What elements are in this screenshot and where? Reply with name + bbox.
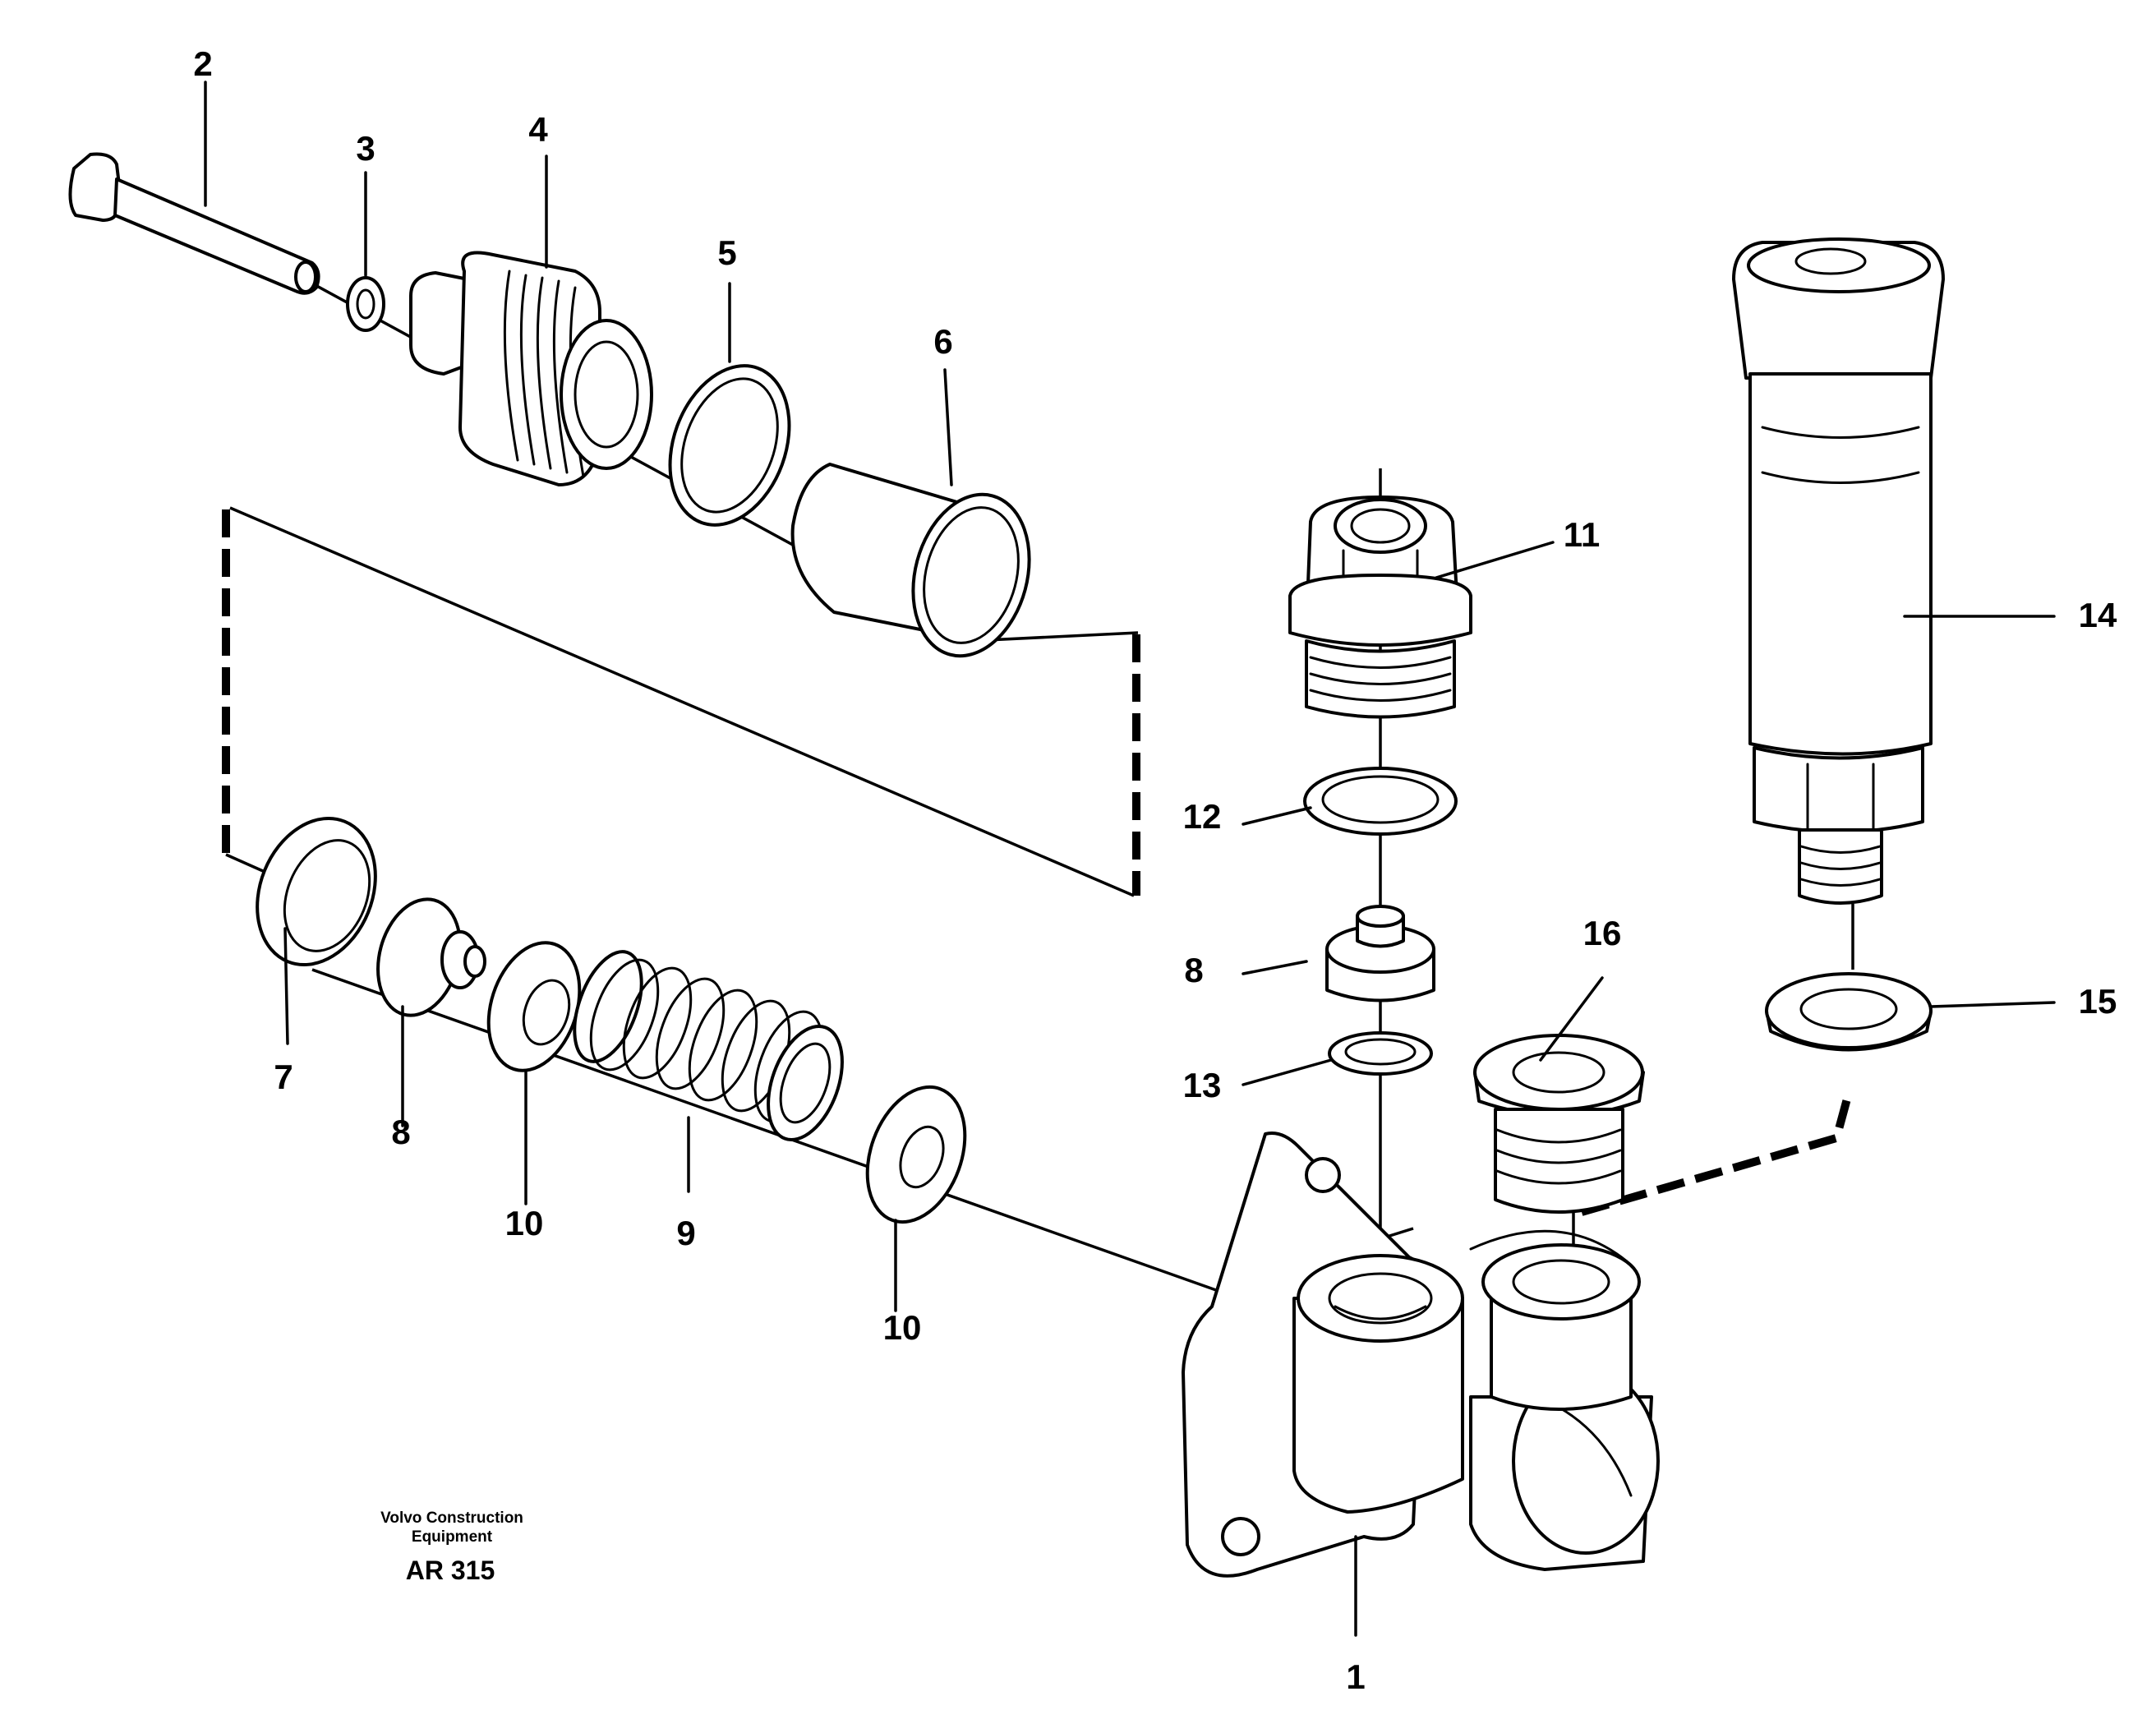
part-15-washer <box>1765 972 1933 1052</box>
part-5-o-ring <box>668 364 791 527</box>
callout-5: 5 <box>717 233 736 272</box>
part-6-sleeve <box>790 463 1031 658</box>
part-7-seat-ring <box>256 816 377 967</box>
part-4-threaded-plug <box>409 251 653 486</box>
caption-line-2: Equipment <box>412 1528 493 1546</box>
callout-leaders <box>204 81 2056 1637</box>
part-13-washer <box>1328 1031 1433 1076</box>
caption-line-1: Volvo Construction <box>380 1509 523 1527</box>
part-14-sensor <box>1732 237 1945 905</box>
callout-9: 9 <box>676 1214 695 1252</box>
callout-8-left: 8 <box>391 1113 410 1151</box>
callout-16: 16 <box>1583 914 1622 952</box>
part-12-washer <box>1303 767 1458 836</box>
callout-10-right: 10 <box>883 1308 922 1347</box>
callout-15: 15 <box>2079 982 2117 1021</box>
callout-3: 3 <box>356 129 375 168</box>
part-8-valve-center <box>1325 905 1435 1002</box>
part-1-housing <box>1182 1132 1660 1578</box>
part-16-reducer-bushing <box>1473 1034 1645 1214</box>
callout-14: 14 <box>2079 596 2117 634</box>
part-10-washer-left <box>486 941 582 1072</box>
callout-12: 12 <box>1183 797 1222 836</box>
callout-6: 6 <box>933 322 952 361</box>
callout-2: 2 <box>193 44 212 83</box>
caption-block: Volvo Construction Equipment AR 315 <box>380 1509 523 1585</box>
part-9-spring <box>573 950 844 1142</box>
callout-4: 4 <box>528 110 548 149</box>
callout-1: 1 <box>1346 1657 1365 1696</box>
part-2-bolt <box>68 152 320 295</box>
callout-numbers: 1 2 3 4 5 6 7 8 8 9 10 10 11 12 13 14 15… <box>193 44 2117 1696</box>
drawing-code: AR 315 <box>406 1556 495 1585</box>
callout-11: 11 <box>1564 515 1600 554</box>
part-11-hex-union <box>1288 495 1472 719</box>
dashed-guide-lines <box>222 509 1853 1216</box>
callout-8-center: 8 <box>1184 951 1203 989</box>
part-10-washer-right <box>865 1085 967 1224</box>
part-3-ring <box>346 276 385 332</box>
callout-13: 13 <box>1183 1066 1222 1104</box>
callout-10-left: 10 <box>505 1204 544 1242</box>
part-8-valve-left <box>376 897 486 1017</box>
callout-7: 7 <box>274 1058 293 1096</box>
